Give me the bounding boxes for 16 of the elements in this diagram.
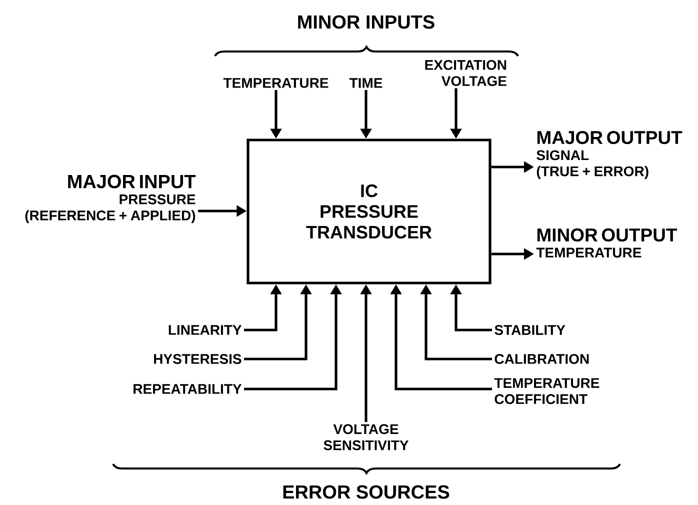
input-label: TEMPERATURE xyxy=(223,78,328,88)
output-label: MAJOR OUTPUT SIGNAL (TRUE + ERROR) xyxy=(536,130,682,179)
error-source-label: VOLTAGE SENSITIVITY xyxy=(324,424,409,450)
output-label: MINOR OUTPUT TEMPERATURE xyxy=(536,228,678,258)
error-source-label: CALIBRATION xyxy=(494,354,589,364)
error-source-label: REPEATABILITY xyxy=(134,384,242,394)
group-heading: MINOR INPUTS xyxy=(298,15,434,29)
input-label: EXCITATION VOLTAGE xyxy=(425,60,506,86)
error-source-label: TEMPERATURE COEFFICIENT xyxy=(494,378,600,404)
group-heading: ERROR SOURCES xyxy=(283,485,450,499)
input-label: TIME xyxy=(349,78,382,88)
error-source-label: STABILITY xyxy=(494,325,566,335)
transducer-box: IC PRESSURE TRANSDUCER xyxy=(246,138,492,284)
input-label: MAJOR INPUT PRESSURE (REFERENCE + APPLIED) xyxy=(25,174,196,224)
error-source-label: HYSTERESIS xyxy=(154,354,242,364)
error-source-label: LINEARITY xyxy=(168,325,242,335)
